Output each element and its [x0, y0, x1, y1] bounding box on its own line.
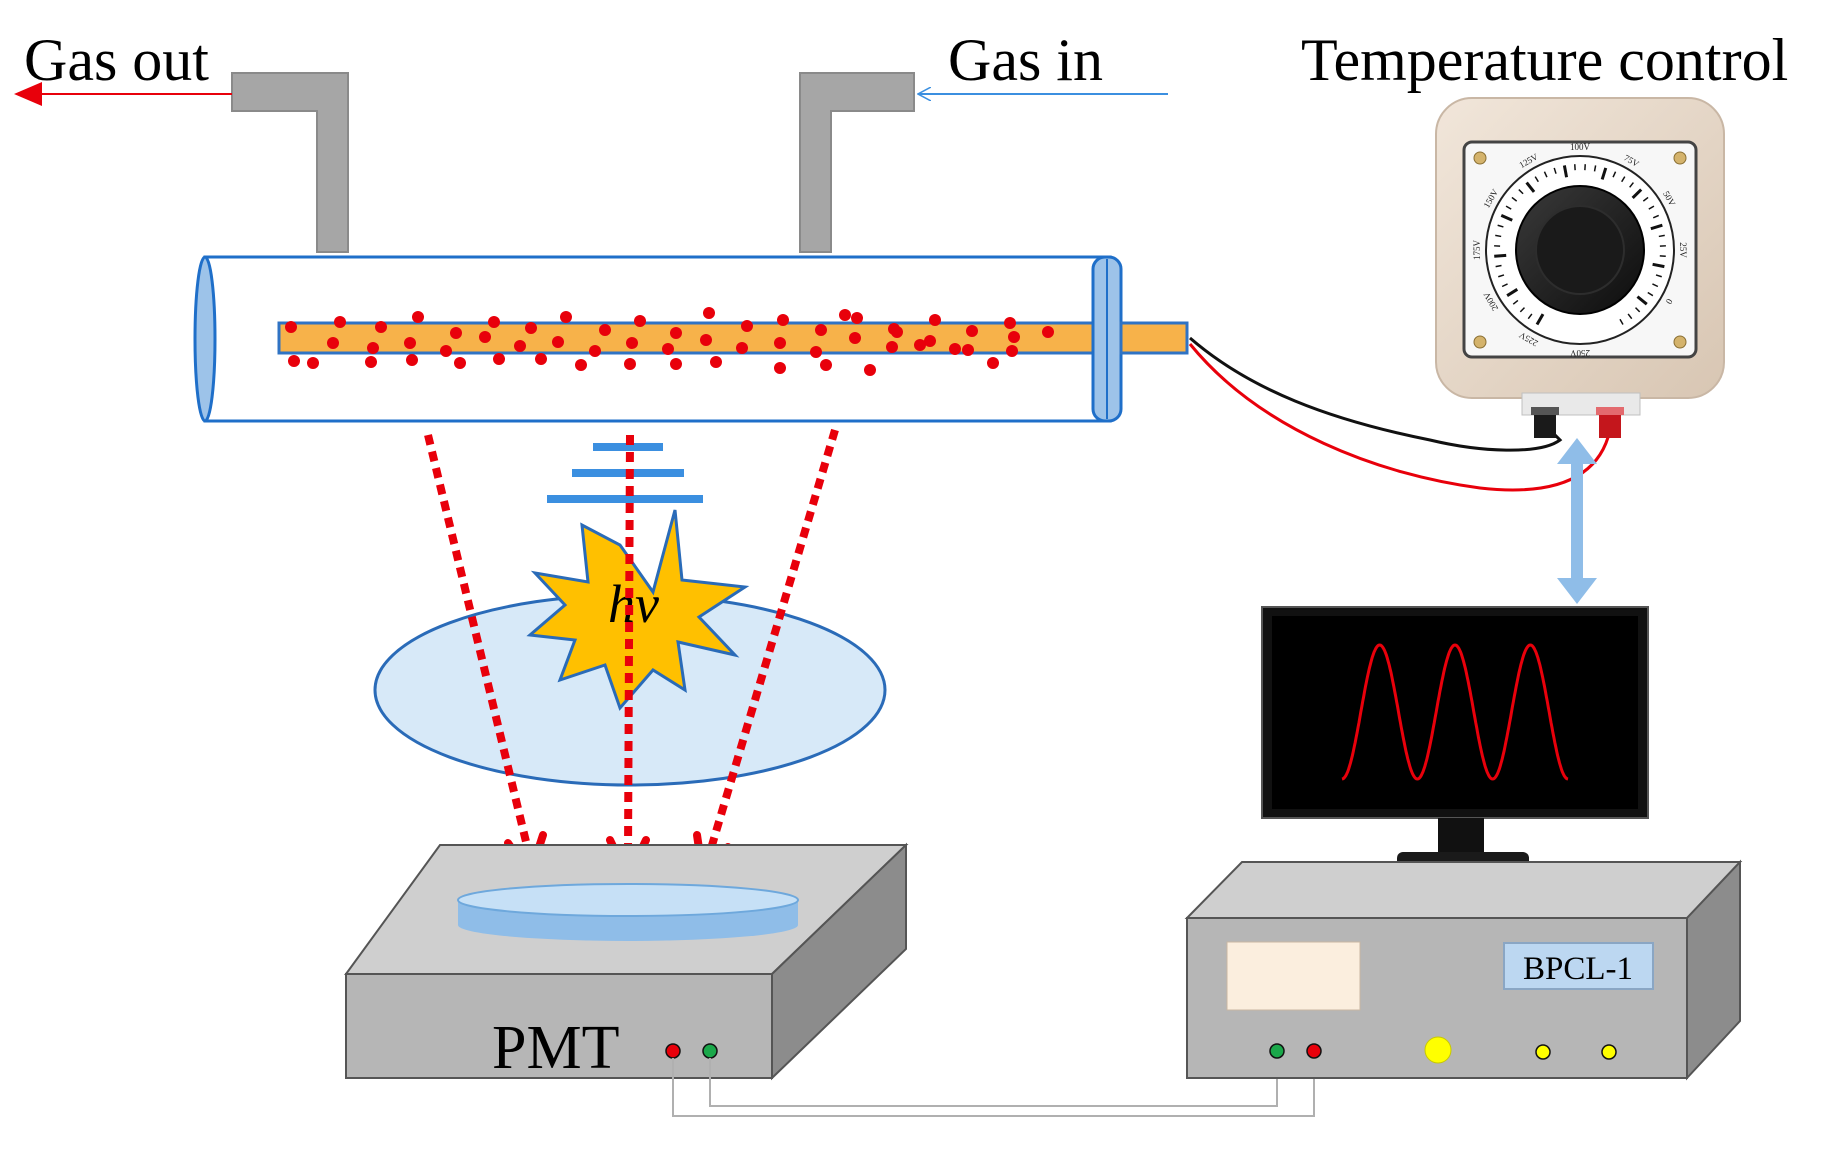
- particle-dot: [1008, 331, 1020, 343]
- instrument-indicator-1: [1536, 1045, 1550, 1059]
- monitor: [1262, 607, 1648, 870]
- particle-dot: [670, 358, 682, 370]
- pmt-label: PMT: [492, 1014, 619, 1082]
- particle-dot: [710, 356, 722, 368]
- dial-tick: [1659, 235, 1665, 236]
- particle-dot: [820, 359, 832, 371]
- particle-dot: [670, 327, 682, 339]
- particle-dot: [662, 343, 674, 355]
- particle-dot: [440, 345, 452, 357]
- gas-out-label: Gas out: [24, 27, 209, 93]
- controller-link-arrow: [1557, 438, 1597, 604]
- particle-dot: [412, 311, 424, 323]
- particle-dot: [914, 339, 926, 351]
- gas-in-label: Gas in: [948, 27, 1103, 93]
- particle-dot: [624, 358, 636, 370]
- particle-dot: [514, 340, 526, 352]
- particle-dot: [535, 353, 547, 365]
- red-terminal[interactable]: [1596, 407, 1624, 438]
- particle-dot: [488, 316, 500, 328]
- particle-dot: [886, 341, 898, 353]
- particle-dot: [375, 321, 387, 333]
- particle-dot: [288, 355, 300, 367]
- black-terminal[interactable]: [1531, 407, 1559, 438]
- energy-level-bars: [547, 443, 703, 503]
- particle-dot: [849, 332, 861, 344]
- dial-voltage-label: 25V: [1678, 242, 1688, 258]
- particle-dot: [815, 324, 827, 336]
- particle-dot: [774, 362, 786, 374]
- particle-dot: [966, 325, 978, 337]
- particle-dot: [552, 336, 564, 348]
- bpcl-instrument: BPCL-1: [1187, 862, 1740, 1078]
- particle-dot: [703, 307, 715, 319]
- particle-dot: [774, 337, 786, 349]
- particle-dot: [599, 324, 611, 336]
- tube-right-cap: [1093, 257, 1121, 421]
- particle-dot: [367, 342, 379, 354]
- particle-dot: [839, 309, 851, 321]
- particle-dot: [736, 342, 748, 354]
- dial-tick: [1494, 255, 1506, 256]
- particle-dot: [285, 321, 297, 333]
- particle-dot: [575, 359, 587, 371]
- instrument-top: [1187, 862, 1740, 918]
- pmt-detector: PMT: [346, 845, 906, 1082]
- particle-dot: [406, 354, 418, 366]
- pmt-green-port[interactable]: [703, 1044, 717, 1058]
- particle-dot: [454, 357, 466, 369]
- instrument-display: [1227, 942, 1360, 1010]
- particle-dot: [1042, 326, 1054, 338]
- particle-dot: [327, 337, 339, 349]
- photon-label: hv: [608, 574, 659, 634]
- dial-voltage-label: 175V: [1472, 240, 1482, 261]
- pmt-window: [458, 884, 798, 941]
- particle-dot: [479, 331, 491, 343]
- particle-dot: [700, 334, 712, 346]
- particle-dot: [891, 326, 903, 338]
- particle-dot: [634, 315, 646, 327]
- particle-dot: [777, 314, 789, 326]
- dial-voltage-label: 250V: [1570, 348, 1591, 358]
- instrument-indicator-2: [1602, 1045, 1616, 1059]
- particle-dot: [949, 343, 961, 355]
- particle-dot: [626, 337, 638, 349]
- tube-left-window: [195, 257, 215, 421]
- particle-dot: [929, 314, 941, 326]
- particle-dot: [864, 364, 876, 376]
- particle-dot: [810, 346, 822, 358]
- particle-dot: [741, 320, 753, 332]
- particle-dot: [525, 322, 537, 334]
- particle-dot: [404, 337, 416, 349]
- particle-dot: [1004, 317, 1016, 329]
- heater-rod-extension: [1121, 323, 1187, 353]
- particle-dot: [334, 316, 346, 328]
- particle-dot: [560, 311, 572, 323]
- instrument-green-port[interactable]: [1270, 1044, 1284, 1058]
- model-label: BPCL-1: [1523, 951, 1633, 987]
- pmt-red-port[interactable]: [666, 1044, 680, 1058]
- particle-dot: [450, 327, 462, 339]
- dial-tick: [1495, 235, 1501, 236]
- instrument-red-port[interactable]: [1307, 1044, 1321, 1058]
- instrument-power-indicator[interactable]: [1425, 1037, 1451, 1063]
- particle-dot: [365, 356, 377, 368]
- temperature-control-label: Temperature control: [1301, 27, 1788, 93]
- particle-dot: [987, 357, 999, 369]
- gas-outlet-pipe: [232, 73, 348, 252]
- dial-voltage-label: 100V: [1570, 142, 1591, 152]
- particle-dot: [493, 353, 505, 365]
- particle-dot: [851, 312, 863, 324]
- particle-dot: [307, 357, 319, 369]
- particle-dot: [589, 345, 601, 357]
- particle-dot: [1006, 345, 1018, 357]
- gas-inlet-pipe: [800, 73, 914, 252]
- particle-dot: [962, 344, 974, 356]
